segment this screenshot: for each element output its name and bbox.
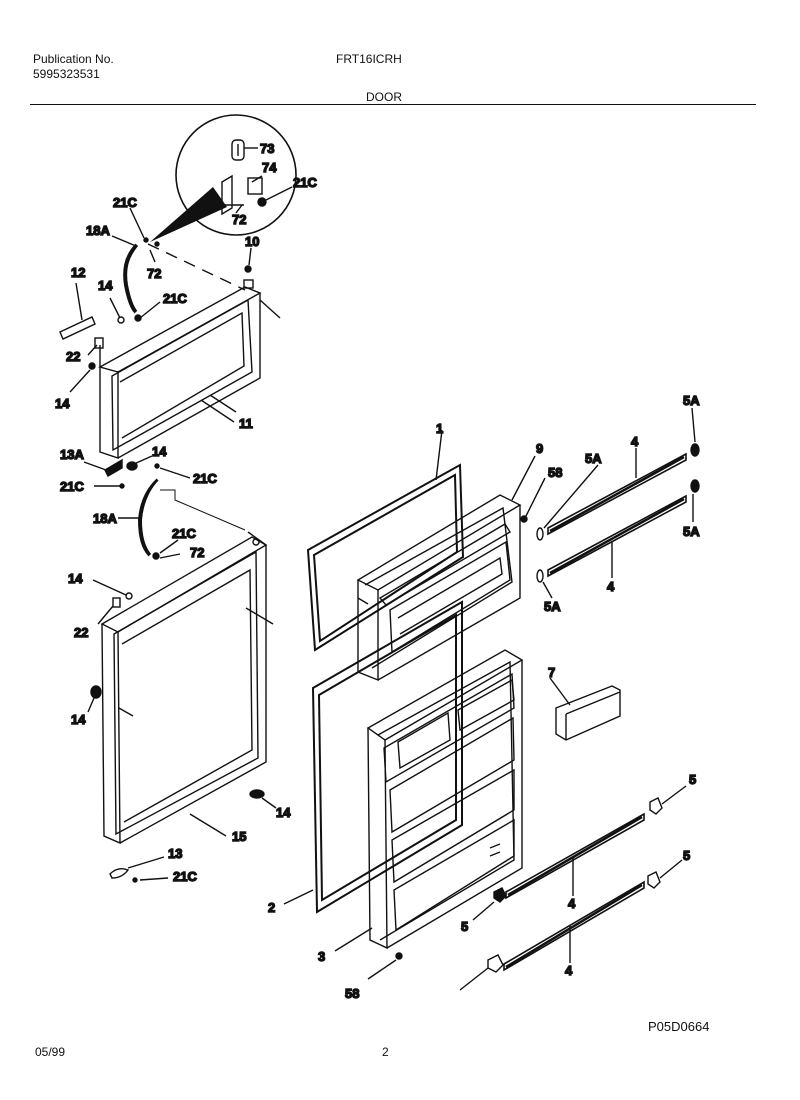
callout-5a-a: 5A xyxy=(585,451,602,466)
callout-14-d: 14 xyxy=(68,571,83,586)
publication-label: Publication No. xyxy=(33,52,114,66)
callout-14-e: 14 xyxy=(71,712,86,727)
callout-22-b: 22 xyxy=(74,625,88,640)
callout-72-inset: 72 xyxy=(232,212,246,227)
freezer-lower-trim-strip xyxy=(547,494,687,578)
callout-21c-e: 21C xyxy=(172,526,196,541)
hinge-bracket xyxy=(243,279,254,289)
callout-73: 73 xyxy=(260,141,274,156)
part-13-bracket xyxy=(109,867,130,879)
callout-14-b: 14 xyxy=(55,396,70,411)
callout-5-c: 5 xyxy=(461,919,468,934)
callout-5-a: 5 xyxy=(689,772,696,787)
part-5a-end-cap-c xyxy=(690,443,700,457)
callout-21c-inset: 21C xyxy=(293,175,317,190)
callout-7: 7 xyxy=(548,665,555,680)
freezer-upper-trim-strip xyxy=(547,452,687,536)
part-10-screw xyxy=(244,265,252,273)
callout-4-a: 4 xyxy=(631,434,639,449)
callout-21c-a: 21C xyxy=(113,195,137,210)
freezer-door-stop-arm xyxy=(123,243,139,314)
callout-12: 12 xyxy=(71,265,85,280)
diagram-code: P05D0664 xyxy=(648,1019,710,1034)
fresh-food-lower-trim-strip xyxy=(503,880,645,972)
part-13a-bracket xyxy=(104,458,123,477)
callout-4-d: 4 xyxy=(565,963,573,978)
hinge-alignment-line xyxy=(147,243,246,291)
callout-4-b: 4 xyxy=(607,579,615,594)
footer-date: 05/99 xyxy=(35,1045,66,1059)
callout-22-a: 22 xyxy=(66,349,80,364)
callout-13a: 13A xyxy=(60,447,84,462)
part-22-hinge-pin xyxy=(94,337,104,349)
part-5-end-cap-b xyxy=(487,954,504,973)
fresh-food-door-panel xyxy=(366,649,524,950)
callout-21c-d: 21C xyxy=(60,479,84,494)
part-12-trim xyxy=(59,316,96,340)
freezer-door-panel xyxy=(356,494,522,682)
callout-2: 2 xyxy=(268,900,275,915)
callout-11: 11 xyxy=(239,416,253,431)
callout-9: 9 xyxy=(536,441,543,456)
callout-18a-b: 18A xyxy=(93,511,117,526)
hinge-detail-inset xyxy=(150,114,297,242)
callout-4-c: 4 xyxy=(568,896,576,911)
header-rule xyxy=(30,104,756,105)
callout-72-b: 72 xyxy=(190,545,204,560)
callout-72-a: 72 xyxy=(147,266,161,281)
callout-14-f: 14 xyxy=(276,805,291,820)
callout-5a-d: 5A xyxy=(544,599,561,614)
footer-page-number: 2 xyxy=(382,1045,389,1059)
part-5-end-cap-d xyxy=(647,871,661,889)
callout-74: 74 xyxy=(262,160,277,175)
part-14-plug-side xyxy=(90,685,102,699)
callout-14-c: 14 xyxy=(152,444,167,459)
publication-number: 5995323531 xyxy=(33,67,100,81)
callout-5a-c: 5A xyxy=(683,524,700,539)
callout-5-b: 5 xyxy=(683,848,690,863)
callout-21c-c: 21C xyxy=(193,471,217,486)
part-7-door-handle xyxy=(555,685,621,741)
part-5-end-cap-a xyxy=(493,887,507,903)
callout-5a-b: 5A xyxy=(683,393,700,408)
part-5a-end-cap-b xyxy=(536,569,544,583)
part-22-hinge-pin-lower xyxy=(112,597,121,608)
callout-58-b: 58 xyxy=(345,986,359,1001)
freezer-door-liner xyxy=(98,286,281,459)
part-14-plug-bottom xyxy=(249,789,265,799)
callout-18a-a: 18A xyxy=(86,223,110,238)
part-14-plug xyxy=(117,316,125,324)
callout-1: 1 xyxy=(436,421,443,436)
fresh-food-door-liner xyxy=(100,531,274,845)
fresh-food-door-gasket xyxy=(311,600,463,914)
callout-21c-b: 21C xyxy=(163,291,187,306)
model-number: FRT16ICRH xyxy=(336,52,402,66)
part-5a-end-cap-a xyxy=(536,527,544,541)
fresh-food-upper-trim-strip xyxy=(505,812,645,900)
callout-21c-f: 21C xyxy=(173,869,197,884)
callout-15: 15 xyxy=(232,829,246,844)
callout-14-a: 14 xyxy=(98,278,113,293)
callout-10: 10 xyxy=(245,234,259,249)
part-5a-end-cap-d xyxy=(690,479,700,493)
fresh-food-door-stop-arm xyxy=(137,478,160,557)
callout-3: 3 xyxy=(318,949,325,964)
callout-13: 13 xyxy=(168,846,182,861)
part-5-end-cap-c xyxy=(649,797,663,815)
callout-58-a: 58 xyxy=(548,465,562,480)
section-title: DOOR xyxy=(366,90,402,104)
